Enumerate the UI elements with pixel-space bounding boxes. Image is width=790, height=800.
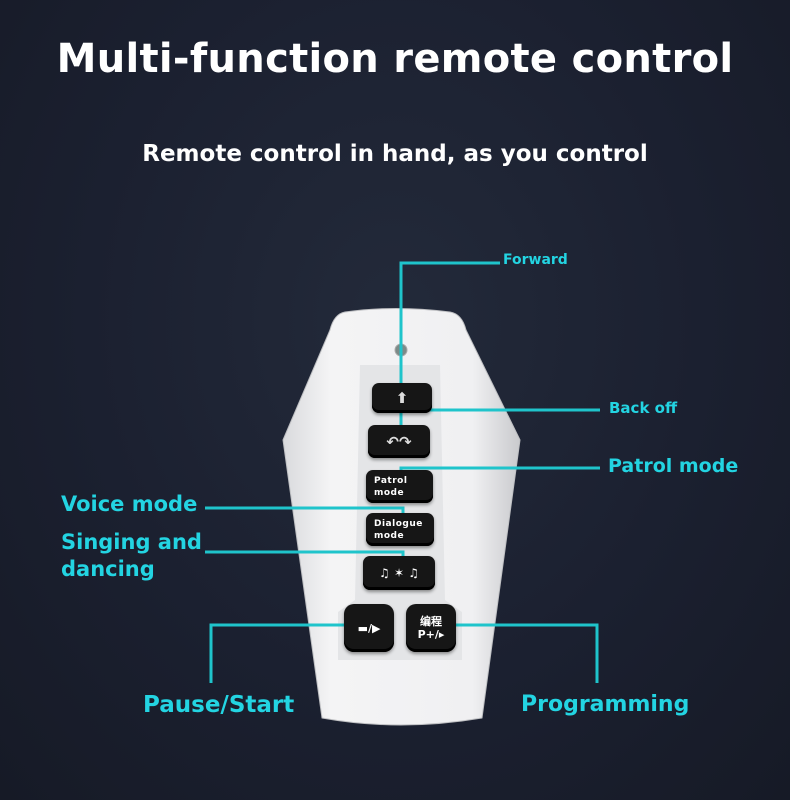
up-arrow-icon: ⬆: [395, 389, 409, 407]
label-pause-start: Pause/Start: [143, 692, 295, 718]
label-programming: Programming: [521, 692, 690, 717]
label-patrol-mode: Patrol mode: [608, 455, 739, 477]
page-title: Multi-function remote control: [56, 36, 734, 82]
play-pause-icon: ▬/▶: [357, 621, 381, 635]
music-dance-icon: ♫ ✶ ♫: [379, 566, 419, 580]
label-voice-mode: Voice mode: [61, 492, 198, 516]
programming-button-label-2: P+/▸: [417, 628, 445, 641]
programming-button[interactable]: 编程 P+/▸: [406, 604, 456, 652]
patrol-button-label: Patrol: [374, 475, 408, 486]
programming-button-label: 编程: [420, 615, 442, 628]
singing-dancing-button[interactable]: ♫ ✶ ♫: [363, 556, 435, 590]
rotate-arrows-icon: ↶↷: [386, 432, 412, 451]
dialogue-button-label-2: mode: [374, 530, 405, 541]
label-singing-line1: Singing and: [61, 530, 202, 554]
label-forward: Forward: [503, 252, 568, 268]
label-singing-line2: dancing: [61, 557, 155, 581]
back-off-button[interactable]: ↶↷: [368, 425, 430, 458]
patrol-button-label-2: mode: [374, 487, 405, 498]
label-singing-dancing: Singing and dancing: [61, 529, 202, 583]
forward-button[interactable]: ⬆: [372, 383, 432, 413]
label-back-off: Back off: [609, 399, 678, 417]
pause-start-button[interactable]: ▬/▶: [344, 604, 394, 652]
page-subtitle: Remote control in hand, as you control: [142, 141, 648, 167]
dialogue-button-label: Dialogue: [374, 518, 423, 529]
